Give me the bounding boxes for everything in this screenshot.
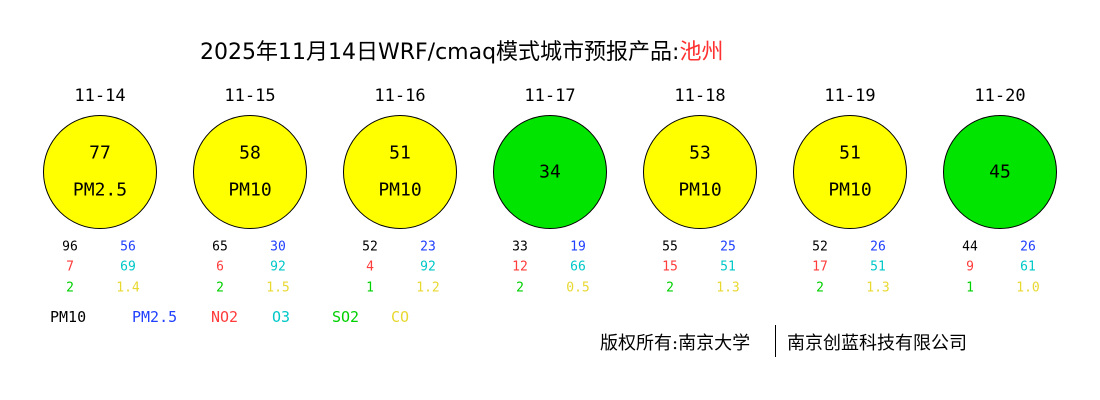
value-no2: 6 [216,259,224,275]
value-no2: 9 [966,259,974,275]
date-label: 11-20 [974,86,1026,106]
aqi-value: 53 [689,142,711,164]
value-o3: 51 [720,259,736,275]
value-pm25: 26 [870,239,886,255]
value-o3: 61 [1020,259,1036,275]
value-o3: 92 [270,259,286,275]
value-o3: 66 [570,259,586,275]
primary-pollutant: PM10 [678,179,722,201]
value-no2: 17 [812,259,828,275]
value-o3: 51 [870,259,886,275]
value-pm25: 26 [1020,239,1036,255]
aqi-value: 34 [539,161,561,183]
aqi-value: 51 [839,142,861,164]
legend-no2: NO2 [211,308,239,326]
value-pm10: 65 [212,239,228,255]
value-pm25: 30 [270,239,286,255]
aqi-circle [193,115,307,229]
legend-so2: SO2 [332,308,360,326]
value-no2: 15 [662,259,678,275]
aqi-value: 51 [389,142,411,164]
value-co: 1.2 [416,280,440,296]
aqi-circle [43,115,157,229]
value-pm10: 96 [62,239,78,255]
value-so2: 1 [966,280,974,296]
value-so2: 2 [216,280,224,296]
value-pm25: 25 [720,239,736,255]
value-pm25: 56 [120,239,136,255]
footer-divider [775,325,776,357]
chart-title: 2025年11月14日WRF/cmaq模式城市预报产品:池州 [200,34,723,66]
value-so2: 2 [516,280,524,296]
copyright-text: 版权所有:南京大学 [600,333,751,354]
value-no2: 12 [512,259,528,275]
aqi-circle [493,115,607,229]
value-co: 1.4 [116,280,140,296]
title-text: 2025年11月14日WRF/cmaq模式城市预报产品: [200,40,680,65]
aqi-value: 77 [89,142,111,164]
city-name: 池州 [679,40,724,65]
value-so2: 2 [66,280,74,296]
value-co: 0.5 [566,280,590,296]
legend-pm25: PM2.5 [132,308,178,326]
company-text: 南京创蓝科技有限公司 [787,333,967,354]
date-label: 11-19 [824,86,876,106]
date-label: 11-18 [674,86,726,106]
value-so2: 2 [816,280,824,296]
aqi-circle [343,115,457,229]
primary-pollutant: PM10 [228,179,272,201]
aqi-circle [943,115,1057,229]
aqi-circle [643,115,757,229]
legend-pm10: PM10 [50,308,87,326]
date-label: 11-14 [74,86,126,106]
date-label: 11-17 [524,86,576,106]
legend-o3: O3 [272,308,291,326]
value-so2: 1 [366,280,374,296]
value-pm10: 52 [362,239,378,255]
date-label: 11-15 [224,86,276,106]
primary-pollutant: PM10 [828,179,872,201]
value-no2: 4 [366,259,374,275]
value-o3: 69 [120,259,136,275]
value-no2: 7 [66,259,74,275]
aqi-value: 45 [989,161,1011,183]
value-pm25: 23 [420,239,436,255]
primary-pollutant: PM10 [378,179,422,201]
value-co: 1.3 [716,280,740,296]
date-label: 11-16 [374,86,426,106]
primary-pollutant: PM2.5 [72,179,128,201]
value-pm10: 44 [962,239,978,255]
value-o3: 92 [420,259,436,275]
value-co: 1.3 [866,280,890,296]
legend-co: CO [391,308,410,326]
value-pm10: 33 [512,239,528,255]
value-pm10: 52 [812,239,828,255]
value-so2: 2 [666,280,674,296]
value-co: 1.5 [266,280,290,296]
aqi-value: 58 [239,142,261,164]
value-co: 1.0 [1016,280,1040,296]
value-pm10: 55 [662,239,678,255]
aqi-circle [793,115,907,229]
value-pm25: 19 [570,239,586,255]
